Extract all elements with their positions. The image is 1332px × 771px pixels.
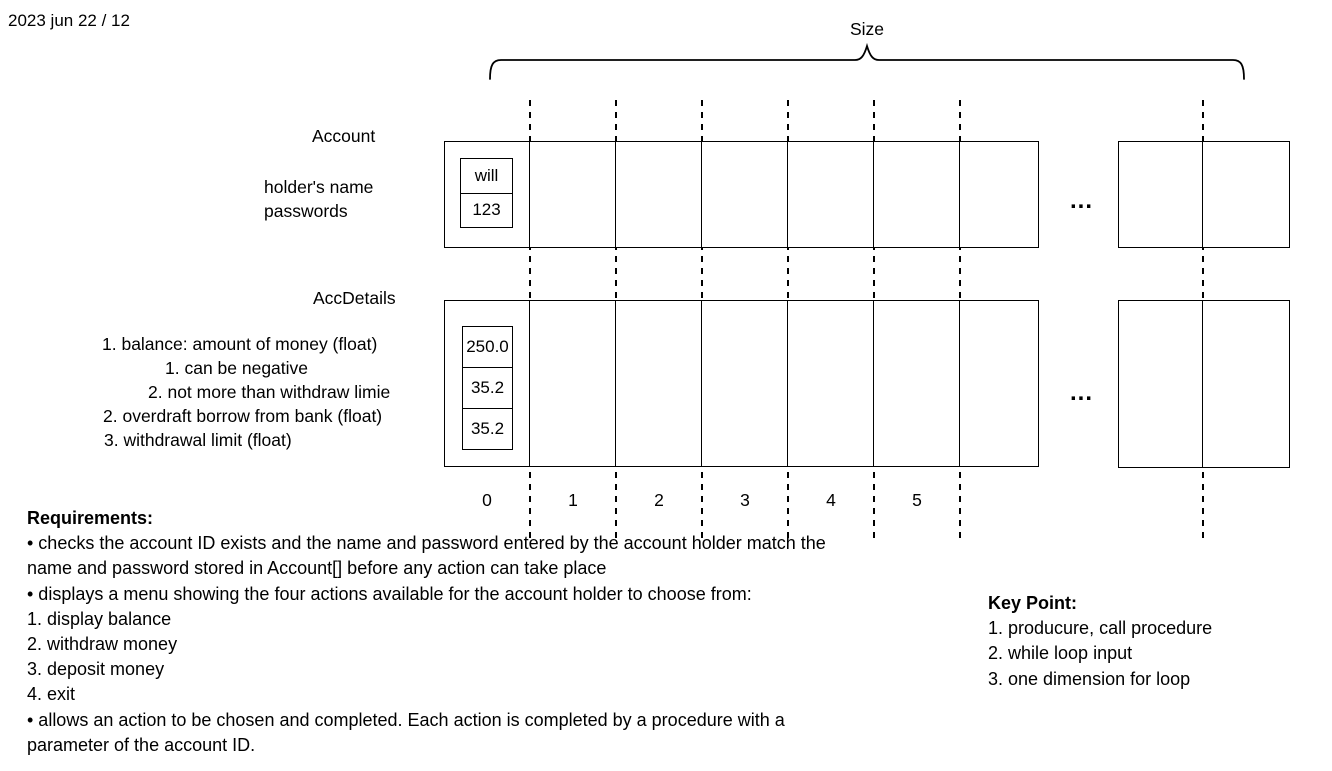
date-label: 2023 jun 22 / 12 <box>8 11 130 30</box>
key-point-heading: Key Point: <box>988 593 1078 613</box>
index-label-1: 1 <box>568 490 578 510</box>
requirements-line: parameter of the account ID. <box>27 734 256 755</box>
requirements-line: 1. display balance <box>27 608 172 629</box>
account-ellipsis: ... <box>1070 187 1094 214</box>
requirements-line: name and password stored in Account[] be… <box>27 558 607 579</box>
cell-separator <box>873 301 874 466</box>
account-array-box: will 123 <box>444 141 1039 248</box>
accdetails-array-tail-box <box>1118 300 1290 468</box>
size-brace <box>489 42 1245 80</box>
cell-separator <box>529 301 530 466</box>
index-label-4: 4 <box>826 490 836 510</box>
key-point-block: Key Point: 1. producure, call procedure … <box>988 591 1212 692</box>
cell-separator <box>787 142 788 247</box>
cell-separator <box>1202 142 1203 247</box>
cell-separator <box>959 301 960 466</box>
size-label: Size <box>849 19 885 39</box>
account-holder-name-value: will <box>474 165 499 185</box>
index-label-0: 0 <box>482 490 492 510</box>
index-label-2: 2 <box>654 490 664 510</box>
requirements-line: 3. deposit money <box>27 659 165 680</box>
accdetails-limit-value: 35.2 <box>463 408 512 449</box>
requirements-line: 4. exit <box>27 684 76 705</box>
requirements-line: • displays a menu showing the four actio… <box>27 583 752 604</box>
account-array-title: Account <box>312 126 376 146</box>
accdetails-note: 2. overdraft borrow from bank (float) <box>103 406 383 426</box>
account-password-value: 123 <box>461 192 512 228</box>
account-cell0-record: will 123 <box>460 158 513 228</box>
requirements-line: 2. withdraw money <box>27 634 178 655</box>
cell-separator <box>615 142 616 247</box>
account-field-label-name: holder's name <box>264 177 374 197</box>
cell-separator <box>1202 301 1203 467</box>
cell-separator <box>787 301 788 466</box>
key-point-item: 2. while loop input <box>988 643 1133 664</box>
account-array-tail-box <box>1118 141 1290 248</box>
accdetails-note: 3. withdrawal limit (float) <box>104 430 292 450</box>
accdetails-balance-value: 250.0 <box>466 337 509 356</box>
cell-separator <box>615 301 616 466</box>
accdetails-array-title: AccDetails <box>313 288 396 308</box>
index-label-3: 3 <box>740 490 750 510</box>
accdetails-note: 1. balance: amount of money (float) <box>102 334 378 354</box>
cell-separator <box>701 301 702 466</box>
account-field-label-passwords: passwords <box>264 201 348 221</box>
accdetails-notes: 1. balance: amount of money (float) 1. c… <box>102 332 390 452</box>
cell-separator <box>529 142 530 247</box>
cell-separator <box>873 142 874 247</box>
cell-separator <box>959 142 960 247</box>
accdetails-ellipsis: ... <box>1070 379 1094 406</box>
accdetails-overdraft-value: 35.2 <box>463 367 512 408</box>
cell-separator <box>701 142 702 247</box>
key-point-item: 1. producure, call procedure <box>988 618 1213 639</box>
requirements-line: • checks the account ID exists and the n… <box>27 533 826 554</box>
index-label-5: 5 <box>912 490 922 510</box>
accdetails-cell0-record: 250.0 35.2 35.2 <box>462 326 513 450</box>
accdetails-note: 1. can be negative <box>165 358 309 378</box>
accdetails-array-box: 250.0 35.2 35.2 <box>444 300 1039 467</box>
accdetails-note: 2. not more than withdraw limie <box>148 382 391 402</box>
requirements-block: Requirements: • checks the account ID ex… <box>27 506 826 758</box>
requirements-line: • allows an action to be chosen and comp… <box>27 709 785 730</box>
requirements-heading: Requirements: <box>27 508 154 528</box>
key-point-item: 3. one dimension for loop <box>988 668 1191 689</box>
